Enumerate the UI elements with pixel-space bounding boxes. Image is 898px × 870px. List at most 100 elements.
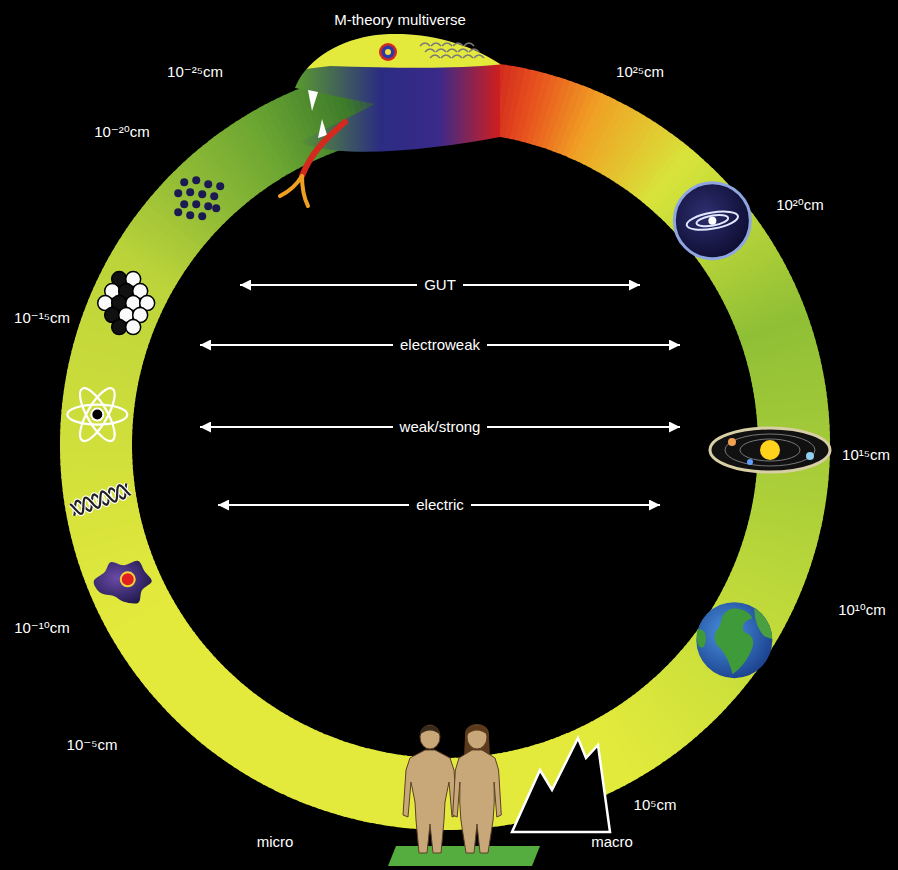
region-label: micro <box>257 833 294 851</box>
scale-label: 10⁻¹⁰cm <box>14 619 70 637</box>
solar-frame <box>710 428 830 472</box>
force-label: electroweak <box>393 336 487 354</box>
continent <box>696 629 706 647</box>
dot <box>210 192 218 200</box>
planet <box>806 452 814 460</box>
nucleus-cluster <box>98 272 155 335</box>
ground-mat <box>388 846 540 866</box>
man-figure <box>403 725 457 853</box>
sun <box>760 440 780 460</box>
scale-mark <box>452 55 462 58</box>
scale-label: 10⁻²⁰cm <box>94 123 150 141</box>
dna-helix <box>70 483 131 517</box>
scale-mark <box>436 49 446 52</box>
scale-mark <box>458 49 468 52</box>
snake-tongue <box>302 122 345 176</box>
galaxy-symbol <box>674 183 750 259</box>
dot <box>204 180 212 188</box>
head <box>467 725 487 749</box>
orbit <box>74 384 121 446</box>
spiral-arm <box>696 213 729 228</box>
hair <box>420 725 440 735</box>
dot <box>174 208 182 216</box>
cell-body <box>94 561 152 604</box>
snake-eye <box>382 46 395 59</box>
dot <box>174 189 182 197</box>
scale-label: 10¹⁵cm <box>842 446 890 464</box>
snake-eye <box>385 49 391 55</box>
planet-orbit <box>725 434 815 466</box>
scale-label: 10⁻¹⁵cm <box>14 309 70 327</box>
ring-body <box>60 62 830 830</box>
dot <box>186 211 194 219</box>
scale-mark <box>447 49 457 52</box>
planet <box>747 459 753 465</box>
fang <box>318 119 327 138</box>
strand-halo <box>70 483 131 517</box>
atom-nucleus <box>91 409 103 421</box>
body <box>453 750 502 853</box>
continent <box>715 609 754 675</box>
region-label: macro <box>591 833 633 851</box>
dot <box>186 188 194 196</box>
dot <box>192 200 200 208</box>
scale-label: 10¹⁰cm <box>838 601 886 619</box>
nucleon <box>112 320 127 335</box>
strand <box>70 483 131 517</box>
strand-halo <box>70 483 131 517</box>
human-figures <box>403 724 501 853</box>
mountain-symbol <box>512 738 610 832</box>
strand <box>70 483 131 517</box>
scale-mark <box>463 55 473 58</box>
orbit <box>74 384 121 446</box>
scale-mark <box>430 55 440 58</box>
force-arrows <box>200 285 680 505</box>
scale-mark <box>441 55 451 58</box>
tongue-fork <box>280 176 308 206</box>
galaxy-core <box>708 217 716 225</box>
spiral-arm <box>685 208 739 233</box>
dot <box>212 204 220 212</box>
scale-mark <box>431 43 441 46</box>
dot <box>180 200 188 208</box>
title-text: M-theory multiverse <box>334 11 466 29</box>
orbit <box>67 405 127 425</box>
force-label: GUT <box>417 276 463 294</box>
dot <box>192 176 200 184</box>
dot <box>204 202 212 210</box>
quark-dots <box>174 176 224 220</box>
dot <box>180 178 188 186</box>
fang <box>308 90 318 111</box>
dot <box>198 190 206 198</box>
dot <box>198 212 206 220</box>
solar-system <box>710 428 830 472</box>
nucleon <box>126 320 141 335</box>
cell-nucleus <box>121 572 135 586</box>
scale-mark <box>464 43 474 46</box>
planet-orbit <box>740 439 800 461</box>
scale-label: 10⁻²⁵cm <box>167 63 223 81</box>
scale-mark <box>425 49 435 52</box>
dot <box>216 182 224 190</box>
body <box>403 750 457 853</box>
scale-mark <box>474 55 484 58</box>
scale-mark <box>442 43 452 46</box>
earth-symbol <box>696 602 774 678</box>
force-label: weak/strong <box>393 418 488 436</box>
scale-mark <box>420 43 430 46</box>
continent <box>754 608 774 640</box>
force-label: electric <box>409 496 471 514</box>
planet <box>728 438 736 446</box>
galaxy-disc <box>674 183 750 259</box>
scale-label: 10⁻⁵cm <box>67 736 118 754</box>
scale-mark <box>453 43 463 46</box>
woman-figure <box>453 724 502 853</box>
scale-mark <box>469 49 479 52</box>
hair <box>467 725 487 735</box>
cell-symbol <box>94 561 152 604</box>
scale-label: 10²⁵cm <box>616 63 664 81</box>
snake-head <box>280 20 520 152</box>
atom-symbol <box>67 384 127 446</box>
